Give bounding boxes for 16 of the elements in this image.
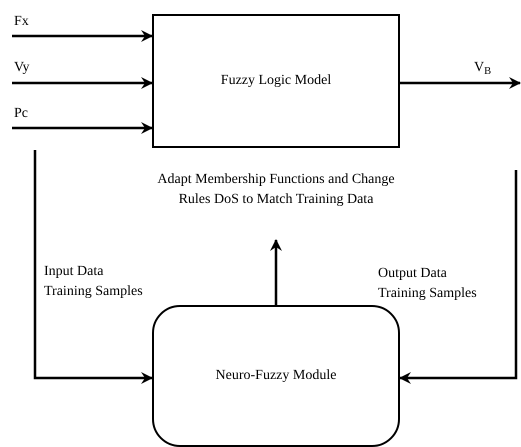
edge-label: Fx <box>14 13 30 31</box>
module-box: Neuro-Fuzzy Module <box>152 305 400 447</box>
arrow <box>400 77 521 89</box>
edge-label: Pc <box>14 105 29 123</box>
edge-label: Output Data Training Samples <box>378 265 478 303</box>
arrow <box>399 170 518 384</box>
arrow <box>12 30 153 42</box>
arrow <box>270 239 282 305</box>
edge-label: Vy <box>14 59 31 77</box>
annotation-text: Adapt Membership Functions and Change Rules DoS to Match Training Data <box>140 166 412 214</box>
process-box: Fuzzy Logic Model <box>152 14 400 148</box>
edge-label: Input Data Training Samples <box>44 263 144 301</box>
arrow <box>12 77 153 89</box>
arrow <box>12 122 153 134</box>
edge-label: V$_{B}$ <box>474 59 492 78</box>
arrow <box>34 150 153 384</box>
